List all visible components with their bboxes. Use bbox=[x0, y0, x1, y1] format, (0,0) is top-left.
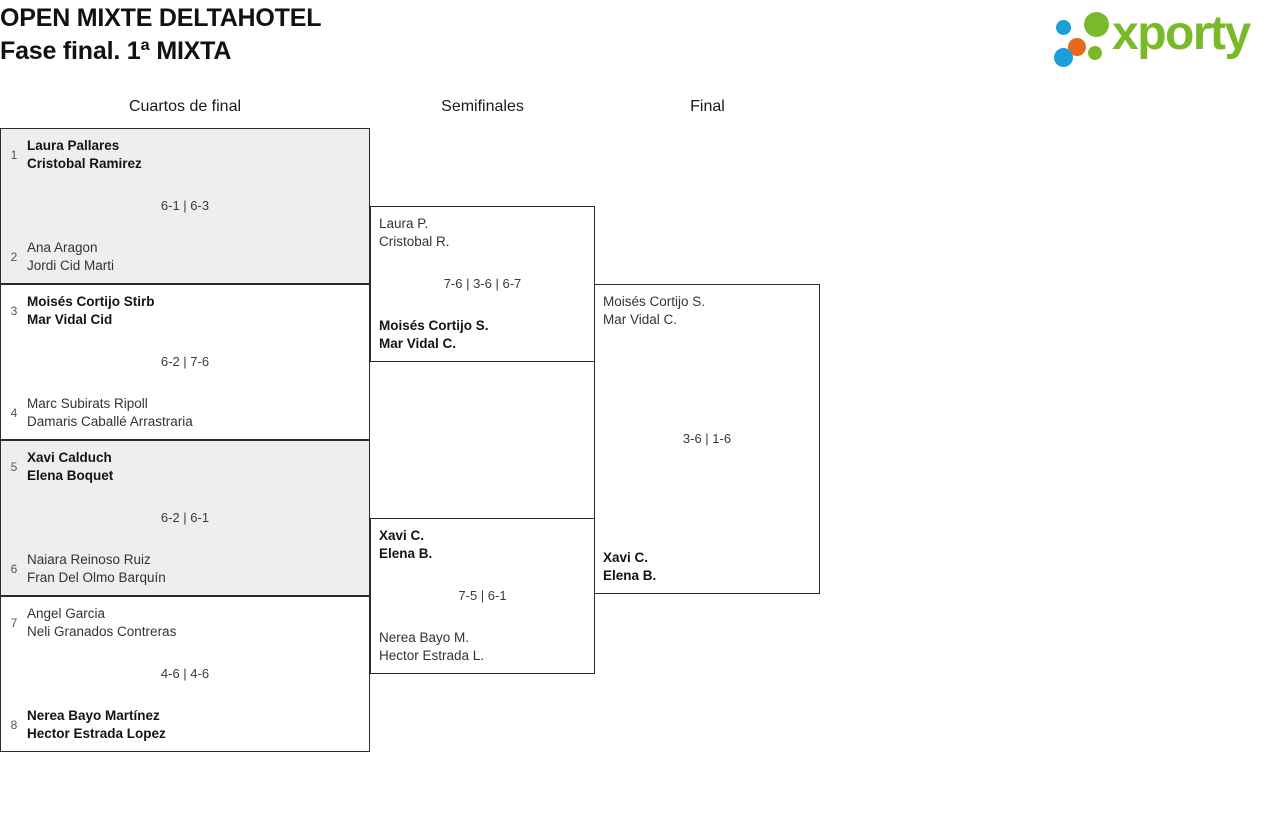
match-score: 6-2 | 7-6 bbox=[160, 354, 210, 369]
player-name: Jordi Cid Marti bbox=[27, 258, 115, 273]
player-name: Nerea Bayo Martínez bbox=[27, 708, 160, 723]
player-name: Elena B. bbox=[379, 546, 433, 561]
logo-dots-icon bbox=[1054, 12, 1116, 67]
player-name: Elena B. bbox=[603, 568, 657, 583]
team-names: Xavi Calduch Elena Boquet bbox=[27, 449, 369, 485]
match-semifinal-2[interactable]: Xavi C. Elena B. 7-5 | 6-1 Nerea Bayo M.… bbox=[370, 518, 595, 674]
player-name: Xavi C. bbox=[379, 528, 425, 543]
match-score: 6-1 | 6-3 bbox=[160, 198, 210, 213]
logo-wordmark: xporty bbox=[1112, 7, 1251, 60]
logo-dot-green-small-icon bbox=[1088, 46, 1102, 60]
team-entry[interactable]: Laura P. Cristobal R. bbox=[371, 215, 594, 251]
tournament-phase: Fase final. 1ª MIXTA bbox=[0, 37, 232, 65]
team-entry[interactable]: 7 Angel Garcia Neli Granados Contreras bbox=[1, 605, 369, 641]
round-header-final: Final bbox=[690, 98, 725, 115]
logo-dot-green-large-icon bbox=[1084, 12, 1109, 37]
player-name: Fran Del Olmo Barquín bbox=[27, 570, 166, 585]
seed-number: 1 bbox=[10, 148, 18, 162]
match-semifinal-1[interactable]: Laura P. Cristobal R. 7-6 | 3-6 | 6-7 Mo… bbox=[370, 206, 595, 362]
logo-dot-orange-icon bbox=[1068, 38, 1086, 56]
team-names: Moisés Cortijo S. Mar Vidal C. bbox=[379, 317, 594, 353]
seed-number bbox=[371, 317, 379, 326]
player-name: Hector Estrada Lopez bbox=[27, 726, 166, 741]
player-name: Marc Subirats Ripoll bbox=[27, 396, 148, 411]
team-entry[interactable]: Xavi C. Elena B. bbox=[371, 527, 594, 563]
player-name: Moisés Cortijo S. bbox=[379, 318, 489, 333]
match-quarterfinal-3[interactable]: 5 Xavi Calduch Elena Boquet 6-2 | 6-1 6 … bbox=[0, 440, 370, 596]
team-names: Xavi C. Elena B. bbox=[379, 527, 594, 563]
player-name: Moisés Cortijo Stirb bbox=[27, 294, 155, 309]
team-entry[interactable]: 3 Moisés Cortijo Stirb Mar Vidal Cid bbox=[1, 293, 369, 329]
player-name: Mar Vidal Cid bbox=[27, 312, 113, 327]
player-name: Elena Boquet bbox=[27, 468, 114, 483]
team-entry[interactable]: 8 Nerea Bayo Martínez Hector Estrada Lop… bbox=[1, 707, 369, 743]
seed-number: 5 bbox=[10, 460, 18, 474]
team-names: Ana Aragon Jordi Cid Marti bbox=[27, 239, 369, 275]
team-entry[interactable]: 5 Xavi Calduch Elena Boquet bbox=[1, 449, 369, 485]
round-header-quarterfinals: Cuartos de final bbox=[128, 98, 242, 115]
player-name: Cristobal R. bbox=[379, 234, 450, 249]
seed-number bbox=[371, 527, 379, 536]
page-header: OPEN MIXTE DELTAHOTEL Fase final. 1ª MIX… bbox=[0, 0, 1280, 78]
logo-dot-blue-bottom-icon bbox=[1054, 48, 1073, 67]
team-entry[interactable]: Moisés Cortijo S. Mar Vidal C. bbox=[595, 293, 819, 329]
team-entry[interactable]: 6 Naiara Reinoso Ruiz Fran Del Olmo Barq… bbox=[1, 551, 369, 587]
round-header-semifinals: Semifinales bbox=[441, 98, 524, 115]
tournament-title: OPEN MIXTE DELTAHOTEL Fase final. 1ª MIX… bbox=[0, 2, 321, 68]
match-quarterfinal-2[interactable]: 3 Moisés Cortijo Stirb Mar Vidal Cid 6-2… bbox=[0, 284, 370, 440]
team-entry[interactable]: Moisés Cortijo S. Mar Vidal C. bbox=[371, 317, 594, 353]
player-name: Naiara Reinoso Ruiz bbox=[27, 552, 151, 567]
team-names: Laura Pallares Cristobal Ramirez bbox=[27, 137, 369, 173]
seed-number: 3 bbox=[10, 304, 18, 318]
team-names: Nerea Bayo M. Hector Estrada L. bbox=[379, 629, 594, 665]
player-name: Neli Granados Contreras bbox=[27, 624, 177, 639]
match-score: 7-6 | 3-6 | 6-7 bbox=[443, 276, 522, 291]
team-entry[interactable]: Nerea Bayo M. Hector Estrada L. bbox=[371, 629, 594, 665]
team-entry[interactable]: 1 Laura Pallares Cristobal Ramirez bbox=[1, 137, 369, 173]
seed-number bbox=[595, 549, 603, 558]
match-quarterfinal-4[interactable]: 7 Angel Garcia Neli Granados Contreras 4… bbox=[0, 596, 370, 752]
team-entry[interactable]: 4 Marc Subirats Ripoll Damaris Caballé A… bbox=[1, 395, 369, 431]
team-entry[interactable]: 2 Ana Aragon Jordi Cid Marti bbox=[1, 239, 369, 275]
player-name: Hector Estrada L. bbox=[379, 648, 485, 663]
player-name: Angel Garcia bbox=[27, 606, 106, 621]
seed-number: 7 bbox=[10, 616, 18, 630]
player-name: Mar Vidal C. bbox=[603, 312, 678, 327]
player-name: Laura P. bbox=[379, 216, 429, 231]
player-name: Xavi Calduch bbox=[27, 450, 112, 465]
match-score: 3-6 | 1-6 bbox=[682, 431, 732, 446]
player-name: Moisés Cortijo S. bbox=[603, 294, 706, 309]
seed-number: 2 bbox=[10, 250, 18, 264]
player-name: Laura Pallares bbox=[27, 138, 120, 153]
team-names: Laura P. Cristobal R. bbox=[379, 215, 594, 251]
seed-number bbox=[595, 293, 603, 302]
player-name: Nerea Bayo M. bbox=[379, 630, 470, 645]
xporty-logo[interactable]: xporty bbox=[1046, 7, 1274, 68]
team-names: Xavi C. Elena B. bbox=[603, 549, 819, 585]
match-quarterfinal-1[interactable]: 1 Laura Pallares Cristobal Ramirez 6-1 |… bbox=[0, 128, 370, 284]
match-score: 7-5 | 6-1 bbox=[458, 588, 507, 603]
player-name: Ana Aragon bbox=[27, 240, 98, 255]
match-score: 4-6 | 4-6 bbox=[160, 666, 210, 681]
seed-number bbox=[371, 215, 379, 224]
team-names: Moisés Cortijo Stirb Mar Vidal Cid bbox=[27, 293, 369, 329]
team-names: Nerea Bayo Martínez Hector Estrada Lopez bbox=[27, 707, 369, 743]
seed-number bbox=[371, 629, 379, 638]
seed-number: 4 bbox=[10, 406, 18, 420]
team-names: Naiara Reinoso Ruiz Fran Del Olmo Barquí… bbox=[27, 551, 369, 587]
seed-number: 6 bbox=[10, 562, 18, 576]
player-name: Damaris Caballé Arrastraria bbox=[27, 414, 193, 429]
seed-number: 8 bbox=[10, 718, 18, 732]
match-final[interactable]: Moisés Cortijo S. Mar Vidal C. 3-6 | 1-6… bbox=[594, 284, 820, 594]
player-name: Mar Vidal C. bbox=[379, 336, 457, 351]
tournament-name: OPEN MIXTE DELTAHOTEL bbox=[0, 4, 322, 32]
team-entry[interactable]: Xavi C. Elena B. bbox=[595, 549, 819, 585]
team-names: Marc Subirats Ripoll Damaris Caballé Arr… bbox=[27, 395, 369, 431]
team-names: Moisés Cortijo S. Mar Vidal C. bbox=[603, 293, 819, 329]
logo-dot-blue-top-icon bbox=[1056, 20, 1071, 35]
match-score: 6-2 | 6-1 bbox=[160, 510, 210, 525]
player-name: Xavi C. bbox=[603, 550, 649, 565]
player-name: Cristobal Ramirez bbox=[27, 156, 142, 171]
team-names: Angel Garcia Neli Granados Contreras bbox=[27, 605, 369, 641]
